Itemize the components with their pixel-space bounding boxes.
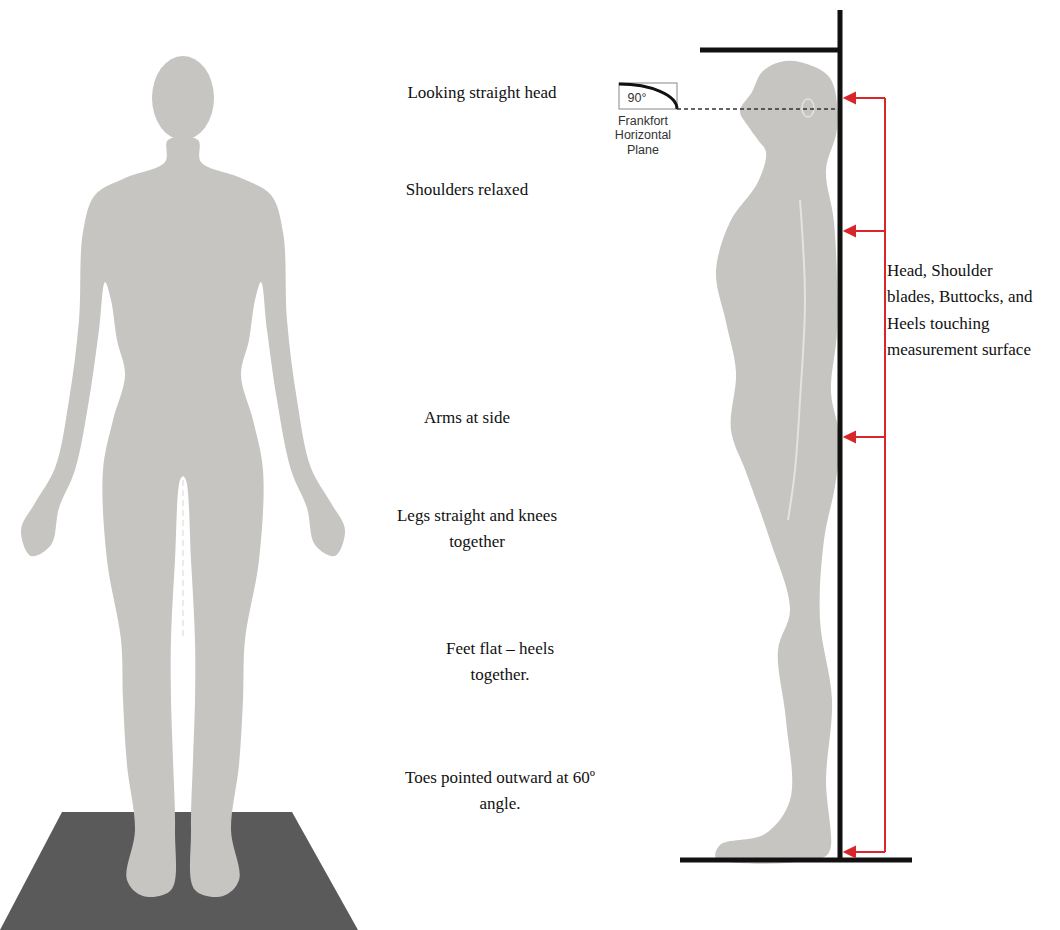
head-bar [700, 48, 842, 53]
base-plate [680, 858, 912, 863]
stadiometer-pole [838, 10, 843, 862]
plane-name: Frankfort Horizontal Plane [598, 114, 688, 157]
floor-mat [0, 812, 358, 930]
contact-note: Head, Shoulder blades, Buttocks, and Hee… [887, 258, 1037, 363]
ear [802, 99, 814, 117]
body [21, 137, 345, 897]
head [152, 56, 214, 140]
profile-body [715, 61, 840, 864]
contact-bracket [845, 93, 885, 857]
leg-gap [182, 480, 184, 640]
angle-value: 90° [617, 91, 657, 105]
front-silhouette [21, 56, 345, 897]
side-silhouette [715, 61, 840, 864]
arm-outline [788, 200, 805, 520]
posture-note: Toes pointed outward at 60º angle. [400, 765, 600, 818]
posture-note: Legs straight and knees together [387, 503, 567, 556]
posture-note: Shoulders relaxed [357, 177, 577, 203]
posture-note: Arms at side [367, 405, 567, 431]
posture-note: Feet flat – heels together. [425, 636, 575, 689]
frankfort-line [677, 108, 836, 109]
posture-note: Looking straight head [362, 80, 602, 106]
